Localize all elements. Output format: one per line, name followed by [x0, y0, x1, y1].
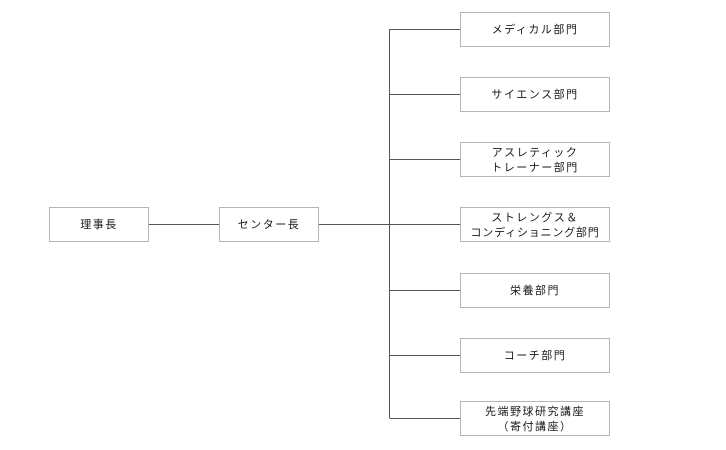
department-label: サイエンス部門 — [491, 88, 579, 101]
center-head-label: センター長 — [237, 218, 301, 231]
department-label: 栄養部門 — [510, 284, 560, 297]
department-label-line-1: ストレングス＆ — [491, 210, 579, 224]
department-label: メディカル部門 — [491, 23, 579, 36]
department-box-science: サイエンス部門 — [460, 77, 610, 112]
department-label: コーチ部門 — [503, 349, 567, 362]
department-box-medical: メディカル部門 — [460, 12, 610, 47]
center-head-box: センター長 — [219, 207, 319, 242]
department-box-advanced-baseball-research: 先端野球研究講座 （寄付講座） — [460, 401, 610, 436]
department-label-line-2: トレーナー部門 — [491, 160, 579, 174]
department-box-strength-conditioning: ストレングス＆ コンディショニング部門 — [460, 207, 610, 242]
department-box-athletic-trainer: アスレティック トレーナー部門 — [460, 142, 610, 177]
chairman-label: 理事長 — [80, 218, 118, 231]
department-label-line-1: 先端野球研究講座 — [485, 404, 585, 418]
department-box-coach: コーチ部門 — [460, 338, 610, 373]
department-label-line-2: （寄付講座） — [497, 419, 573, 433]
department-label-line-2: コンディショニング部門 — [470, 225, 600, 239]
department-box-nutrition: 栄養部門 — [460, 273, 610, 308]
department-label-line-1: アスレティック — [491, 145, 579, 159]
chairman-box: 理事長 — [49, 207, 149, 242]
